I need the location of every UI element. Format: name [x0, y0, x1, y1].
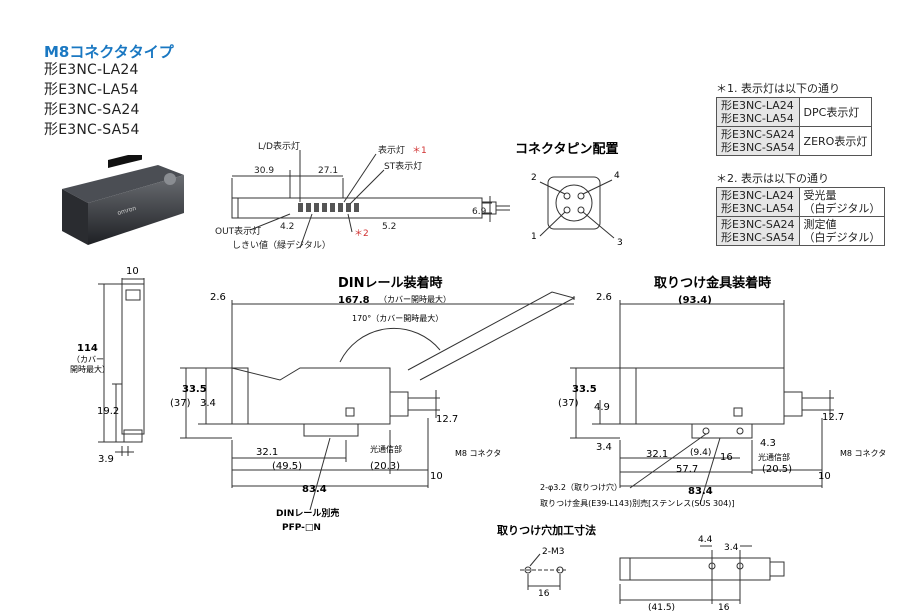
model-item: 形E3NC-SA54 [44, 122, 140, 138]
br-dim-3-4: 3.4 [596, 442, 612, 453]
din-angle: 170°（カバー開時最大） [352, 313, 443, 323]
note2-title: ＊2. 表示は以下の通り [716, 172, 829, 185]
br-dim-93-4: (93.4) [678, 295, 712, 306]
note1-mark: ＊1 [412, 146, 427, 156]
side-dim-19-2: 19.2 [97, 406, 119, 417]
din-dim-12-7: 12.7 [436, 414, 458, 425]
out-indicator-label: OUT表示灯 [215, 225, 261, 237]
ld-indicator-label: L/D表示灯 [258, 140, 300, 152]
din-dim-167-8: 167.8 [338, 295, 370, 306]
br-dim-83-4: 83.4 [688, 486, 713, 497]
note1-title: ＊1. 表示灯は以下の通り [716, 82, 840, 95]
type-title: M8コネクタタイプ [44, 43, 174, 61]
din-optical-label: 光通信部 [370, 444, 402, 454]
side-dim-114-note2: 開時最大） [70, 364, 110, 374]
side-dim-10: 10 [126, 266, 139, 277]
model-item: 形E3NC-LA54 [44, 82, 139, 98]
open-cover [407, 291, 576, 381]
pin-1: 1 [531, 232, 537, 242]
din-dim-167-8-note: （カバー開時最大） [379, 294, 451, 304]
br-dim-32-1: 32.1 [646, 449, 668, 460]
br-dim-33-5: 33.5 [572, 384, 597, 395]
br-dim-2-6: 2.6 [596, 292, 612, 303]
br-bracket-label: 取りつけ金具(E39-L143)別売[ステンレス(SUS 304)] [540, 498, 734, 508]
model-item: 形E3NC-LA24 [44, 62, 139, 78]
mount-side-body [619, 557, 771, 581]
din-rail-model: PFP-□N [282, 523, 321, 533]
dim-4-2: 4.2 [280, 222, 294, 232]
din-dim-32-1: 32.1 [256, 447, 278, 458]
pin-4: 4 [614, 171, 620, 181]
mount-title: 取りつけ穴加工寸法 [497, 523, 596, 537]
connector-face [547, 176, 601, 230]
model-list: 形E3NC-LA24 形E3NC-LA54 形E3NC-SA24 形E3NC-S… [44, 60, 140, 140]
br-m8-label: M8 コネクタ [840, 449, 886, 458]
din-dim-83-4: 83.4 [302, 484, 327, 495]
br-dim-20-5: (20.5) [762, 464, 792, 475]
din-m8-label: M8 コネクタ [455, 449, 501, 458]
mount-dim-41-5: (41.5) [648, 603, 675, 613]
mount-m3: 2-M3 [542, 547, 564, 557]
br-optical-label: 光通信部 [758, 452, 790, 462]
dim-27-1: 27.1 [318, 166, 338, 176]
din-dim-2-6: 2.6 [210, 292, 226, 303]
din-dim-37: (37) [170, 398, 191, 409]
pin-2: 2 [531, 173, 537, 183]
side-dim-3-9: 3.9 [98, 454, 114, 465]
dim-6-9: 6.9 [472, 207, 487, 217]
side-dim-114: 114 [77, 343, 98, 354]
dim-5-2: 5.2 [382, 222, 396, 232]
br-dim-12-7: 12.7 [822, 412, 844, 423]
din-dim-3-4: 3.4 [200, 398, 216, 409]
br-dim-4-3: 4.3 [760, 438, 776, 449]
bracket-title: 取りつけ金具装着時 [654, 275, 771, 291]
mount-dim-3-4: 3.4 [724, 543, 739, 553]
connector-title: コネクタピン配置 [515, 142, 618, 157]
bracket-view-body [619, 367, 785, 425]
model-item: 形E3NC-SA24 [44, 102, 140, 118]
din-dim-49-5: (49.5) [272, 461, 302, 472]
indicator-label: 表示灯 [378, 144, 405, 156]
mount-dim-16b: 16 [718, 603, 730, 613]
din-view-body [231, 367, 391, 425]
din-title: DINレール装着時 [338, 275, 443, 291]
din-dim-20-3: (20.3) [370, 461, 400, 472]
st-indicator-label: ST表示灯 [384, 160, 422, 172]
threshold-label: しきい値（緑デジタル） [232, 239, 331, 251]
br-dim-9-4: (9.4) [690, 448, 711, 458]
br-dim-10: 10 [818, 471, 831, 482]
note2-mark: ＊2 [354, 229, 369, 239]
br-dim-4-9: 4.9 [594, 402, 610, 413]
br-dim-57-7: 57.7 [676, 464, 698, 475]
side-view-body [121, 283, 145, 435]
mount-dim-4-4: 4.4 [698, 535, 713, 545]
din-dim-10: 10 [430, 471, 443, 482]
mount-dim-16: 16 [538, 589, 550, 599]
pin-3: 3 [617, 238, 623, 248]
din-dim-33-5: 33.5 [182, 384, 207, 395]
br-dim-37: (37) [558, 398, 579, 409]
br-hole-label: 2-φ3.2（取りつけ穴） [540, 482, 622, 492]
din-rail-name: DINレール別売 [276, 507, 339, 519]
br-dim-16: 16 [720, 452, 733, 463]
product-photo: omron [62, 155, 184, 245]
bracket [691, 423, 753, 439]
side-dim-114-note1: （カバー [72, 355, 104, 364]
dim-30-9: 30.9 [254, 166, 274, 176]
